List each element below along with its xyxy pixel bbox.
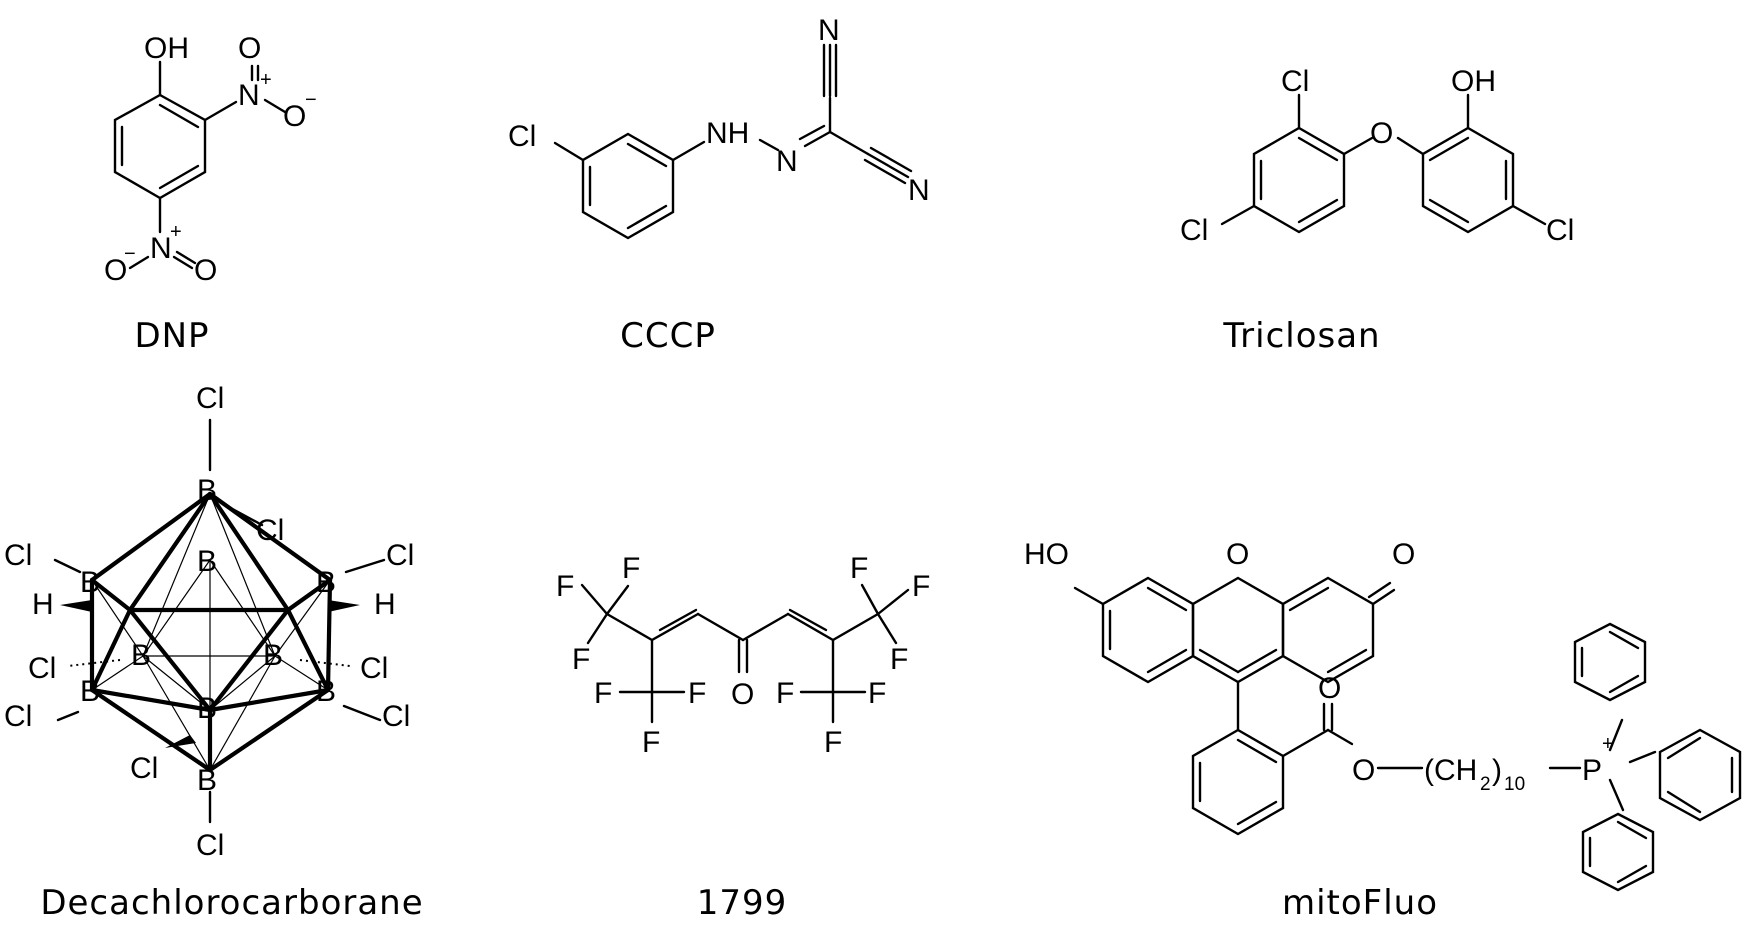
nitrogen-label: N xyxy=(818,14,840,47)
decachlorocarborane-structure: Cl B Cl Cl B B B Cl H H B B Cl Cl B B B … xyxy=(4,382,414,862)
fluorine-label: F xyxy=(868,677,886,710)
mitofluo-structure: HO O O O O (CH 2 ) 10 P + xyxy=(1024,538,1742,892)
fluorine-label: F xyxy=(688,677,706,710)
methylene-chain-label: (CH xyxy=(1424,754,1477,787)
carbonyl-oxygen-label: O xyxy=(731,678,754,711)
hydrogen-label: H xyxy=(374,588,396,621)
carbonyl-oxygen-label: O xyxy=(1392,538,1415,571)
fluorine-label: F xyxy=(850,552,868,585)
hydroxyl-label: OH xyxy=(144,32,189,65)
boron-label: B xyxy=(263,639,283,672)
compound-1799-structure: F F F F F F O F F F F F F xyxy=(556,552,930,759)
fluorine-label: F xyxy=(556,570,574,603)
chlorine-label: Cl xyxy=(382,700,410,733)
methylene-chain-close: ) xyxy=(1492,754,1502,787)
nitrogen-label: N xyxy=(150,232,172,265)
chlorine-label: Cl xyxy=(256,514,284,547)
dnp-structure: OH O N + O − N + O − O xyxy=(104,32,317,287)
oxygen-label: O xyxy=(283,100,306,133)
boron-label: B xyxy=(197,474,217,507)
oxygen-label: O xyxy=(104,254,127,287)
fluorine-label: F xyxy=(594,677,612,710)
boron-label: B xyxy=(197,692,217,725)
chlorine-label: Cl xyxy=(196,382,224,415)
subscript-10: 10 xyxy=(1504,774,1525,795)
amine-label: NH xyxy=(706,117,749,150)
hydroxyl-label: HO xyxy=(1024,538,1069,571)
fluorine-label: F xyxy=(824,726,842,759)
fluorine-label: F xyxy=(890,643,908,676)
charge-minus: − xyxy=(124,243,136,265)
charge-plus: + xyxy=(1602,733,1614,755)
chlorine-label: Cl xyxy=(386,539,414,572)
chlorine-label: Cl xyxy=(4,539,32,572)
charge-minus: − xyxy=(305,89,317,111)
subscript-2: 2 xyxy=(1480,774,1491,795)
phosphorus-label: P xyxy=(1582,754,1602,787)
boron-label: B xyxy=(316,566,336,599)
boron-label: B xyxy=(197,545,217,578)
boron-label: B xyxy=(80,675,100,708)
chlorine-label: Cl xyxy=(1281,65,1309,98)
caption-triclosan: Triclosan xyxy=(1222,316,1380,356)
caption-mitofluo: mitoFluo xyxy=(1282,883,1438,923)
ester-oxygen-label: O xyxy=(1352,754,1375,787)
hydroxyl-label: OH xyxy=(1451,65,1496,98)
nitrogen-label: N xyxy=(908,174,930,207)
boron-label: B xyxy=(131,639,151,672)
nitrogen-label: N xyxy=(776,145,798,178)
charge-plus: + xyxy=(170,221,182,243)
fluorine-label: F xyxy=(642,726,660,759)
boron-label: B xyxy=(80,566,100,599)
ether-oxygen-label: O xyxy=(1370,117,1393,150)
chlorine-label: Cl xyxy=(196,829,224,862)
boron-label: B xyxy=(316,675,336,708)
boron-label: B xyxy=(197,764,217,797)
hydrogen-label: H xyxy=(32,588,54,621)
cccp-structure: Cl NH N N N xyxy=(508,14,930,240)
caption-1799: 1799 xyxy=(697,883,788,923)
fluorine-label: F xyxy=(912,570,930,603)
caption-decachlorocarborane: Decachlorocarborane xyxy=(40,883,423,923)
chlorine-label: Cl xyxy=(4,700,32,733)
carbonyl-oxygen-label: O xyxy=(1318,672,1341,705)
fluorine-label: F xyxy=(622,552,640,585)
chlorine-label: Cl xyxy=(508,120,536,153)
chlorine-label: Cl xyxy=(130,752,158,785)
nitrogen-label: N xyxy=(238,79,260,112)
caption-dnp: DNP xyxy=(134,316,209,356)
charge-plus: + xyxy=(260,69,272,91)
fluorine-label: F xyxy=(572,643,590,676)
chlorine-label: Cl xyxy=(360,652,388,685)
caption-cccp: CCCP xyxy=(620,316,716,356)
triclosan-structure: Cl O OH Cl Cl xyxy=(1180,65,1574,247)
chlorine-label: Cl xyxy=(28,652,56,685)
chlorine-label: Cl xyxy=(1546,214,1574,247)
fluorine-label: F xyxy=(776,677,794,710)
xanthene-oxygen-label: O xyxy=(1226,538,1249,571)
chlorine-label: Cl xyxy=(1180,214,1208,247)
oxygen-label: O xyxy=(194,254,217,287)
oxygen-label: O xyxy=(238,32,261,65)
